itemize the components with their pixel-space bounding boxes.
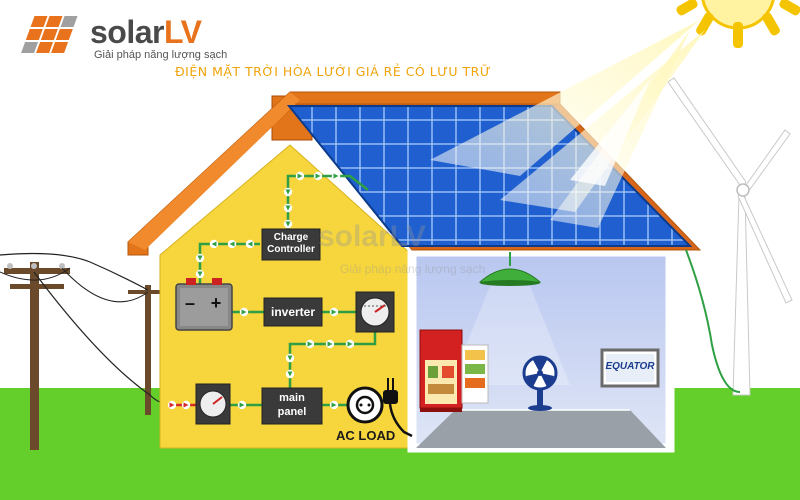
meter-right [355, 291, 395, 333]
inverter-box [263, 297, 323, 327]
inverter-label: inverter [270, 305, 316, 319]
ac-load-label: AC LOAD [336, 428, 396, 443]
ac-outlet [346, 378, 413, 438]
solar-logo-icon [21, 16, 78, 53]
tv-brand-label: EQUATOR [605, 361, 655, 372]
sun [676, 0, 800, 48]
wind-turbine [667, 77, 793, 396]
brand-name: solarLV [90, 14, 202, 50]
main-panel-box [261, 387, 323, 425]
battery [175, 278, 233, 331]
watermark: solarLV Giải pháp năng lượng sạch [318, 220, 485, 277]
battery-minus-label: – [184, 293, 195, 313]
watermark-name: solarLV [318, 220, 426, 253]
charge-controller-label: Charge Controller [267, 232, 315, 255]
power-poles [0, 252, 169, 450]
sunlight-beams [430, 20, 705, 228]
battery-plus-label: + [210, 293, 222, 313]
headline: ĐIỆN MẶT TRỜI HÒA LƯỚI GIÁ RẺ CÓ LƯU TRỮ [175, 64, 492, 79]
main-panel-label: main panel [277, 392, 307, 418]
meter-grid [195, 383, 231, 425]
watermark-tagline: Giải pháp năng lượng sạch [340, 262, 486, 276]
refrigerator [419, 329, 489, 412]
brand-logo: solarLV Giải pháp năng lượng sạch [14, 12, 254, 62]
brand-tagline: Giải pháp năng lượng sạch [94, 49, 228, 61]
fan [522, 355, 558, 411]
grid-cable [685, 249, 741, 393]
television [600, 348, 660, 388]
charge-controller-box [261, 228, 321, 261]
